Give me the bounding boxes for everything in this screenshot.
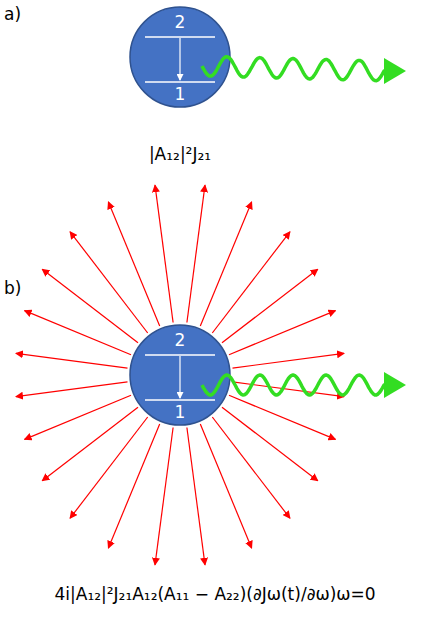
level-number: 1 (130, 403, 230, 421)
emission-ray (222, 269, 318, 342)
emission-ray (200, 424, 251, 548)
emission-ray (155, 185, 173, 322)
level-number: 1 (130, 85, 230, 103)
rate-formula: 4i|A₁₂|²J₂₁A₁₂(A₁₁ − A₂₂)(∂Jω(t)/∂ω)ω=0 (55, 584, 376, 604)
level-number: 2 (130, 331, 230, 349)
photon-arrowhead (384, 58, 406, 84)
emission-ray (16, 382, 128, 397)
emission-ray (233, 353, 345, 368)
emission-ray (25, 311, 131, 355)
emission-ray (70, 417, 148, 518)
emission-ray (187, 428, 205, 565)
emission-ray (16, 353, 128, 368)
emission-ray (212, 232, 290, 333)
emission-ray (229, 311, 335, 355)
rate-formula: |A₁₂|²J₂₁ (149, 144, 211, 164)
photon-arrowhead (384, 372, 406, 398)
photon-wave (202, 57, 386, 81)
emission-ray (187, 185, 205, 322)
emission-ray (200, 202, 251, 326)
emission-ray (108, 424, 159, 548)
emission-ray (70, 232, 148, 333)
emission-ray (108, 202, 159, 326)
atom-a (130, 7, 230, 107)
emission-ray (222, 407, 318, 480)
emission-ray (212, 417, 290, 518)
emission-ray (25, 395, 131, 439)
atom-circle: 21 (130, 325, 230, 425)
photon-wave (202, 375, 386, 395)
emission-ray (229, 395, 335, 439)
atom-circle: 21 (130, 7, 230, 107)
emission-ray (42, 269, 138, 342)
photon-waves (202, 57, 406, 398)
emission-ray (42, 407, 138, 480)
panel-label: a) (4, 4, 21, 24)
atom-b (130, 325, 230, 425)
level-number: 2 (130, 13, 230, 31)
panel-label: b) (4, 278, 21, 298)
emission-ray (155, 428, 173, 565)
